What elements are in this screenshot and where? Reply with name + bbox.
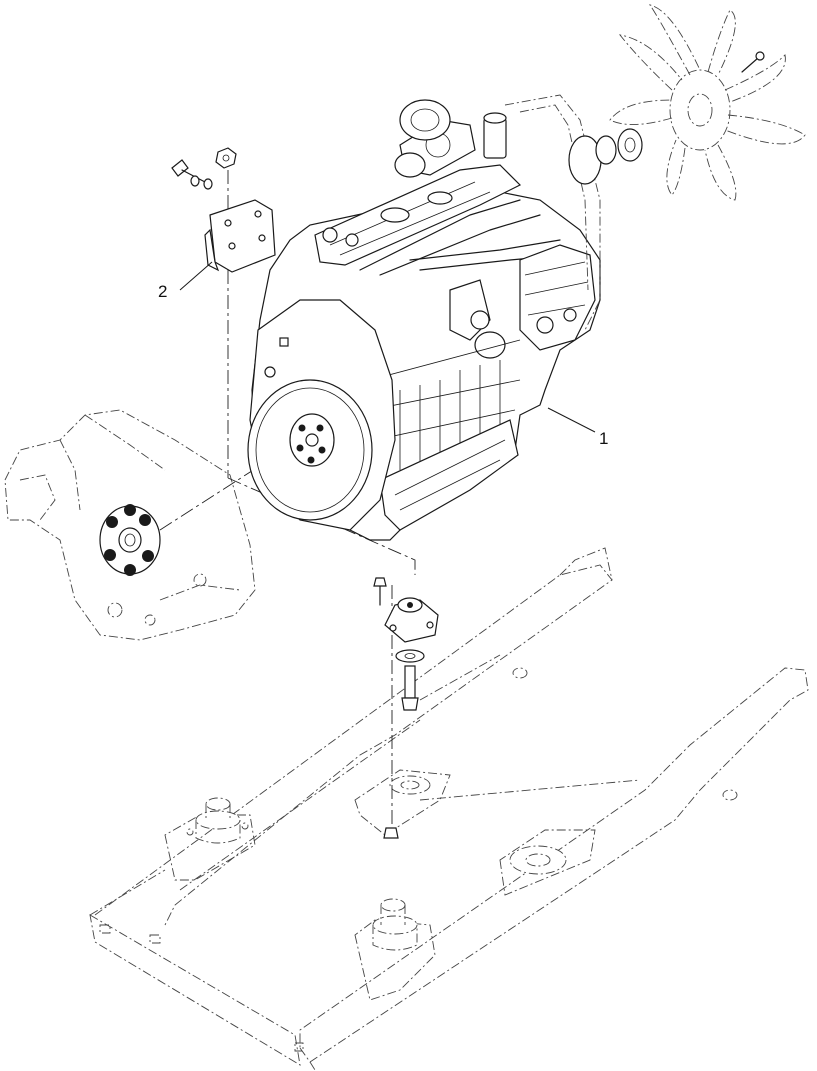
chassis-frame	[89, 547, 809, 1071]
frame-mount-left	[164, 797, 256, 881]
cooling-fan	[609, 4, 806, 201]
callout-label-2: 2	[158, 282, 167, 301]
callout-label-1: 1	[599, 429, 608, 448]
leader-line-1	[547, 407, 596, 433]
frame-bracket-center	[354, 769, 451, 836]
frame-mount-bottom	[354, 898, 436, 1001]
lifting-bracket	[171, 147, 276, 273]
frame-mount-right	[499, 829, 596, 896]
fan-pulley	[568, 128, 643, 185]
callout-2: 2	[158, 261, 213, 301]
callout-1: 1	[547, 407, 608, 448]
alternator	[394, 99, 451, 178]
engine-mount-stack	[373, 577, 439, 839]
flywheel	[247, 299, 396, 531]
leader-line-2	[179, 261, 213, 291]
fan-belt	[504, 94, 601, 331]
bell-housing	[4, 409, 256, 641]
flex-coupling-disc	[99, 504, 161, 576]
